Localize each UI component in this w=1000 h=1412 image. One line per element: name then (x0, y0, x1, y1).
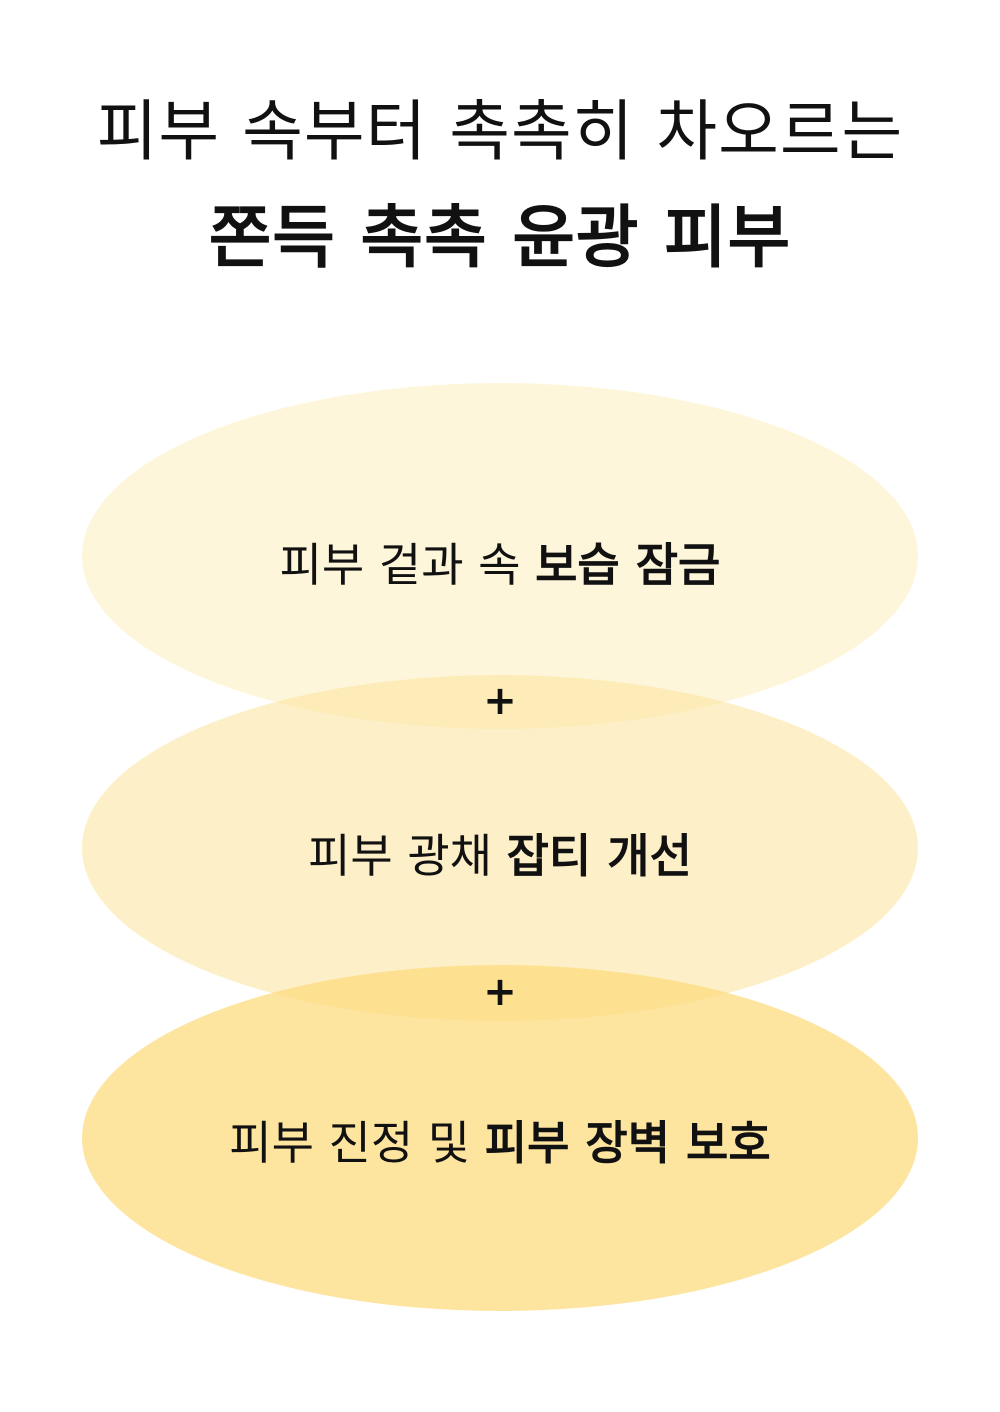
benefit-ellipse-3 (82, 965, 918, 1311)
benefit-1-bold: 보습 잠금 (535, 538, 721, 592)
benefit-3-bold: 피부 장벽 보호 (484, 1116, 771, 1170)
benefit-2-bold: 잡티 개선 (506, 829, 692, 883)
headline-line-1: 피부 속부터 촉촉히 차오르는 (96, 93, 904, 170)
plus-separator-1: + (483, 678, 517, 724)
plus-separator-2: + (483, 969, 517, 1015)
benefit-ellipse-2 (82, 675, 918, 1021)
benefit-text-3: 피부 진정 및 피부 장벽 보호 (0, 1107, 1000, 1173)
headline-line-2: 쫀득 촉촉 윤광 피부 (208, 199, 792, 278)
benefit-text-1: 피부 겉과 속 보습 잠금 (0, 529, 1000, 595)
benefit-ellipse-1 (82, 383, 918, 729)
benefit-3-normal: 피부 진정 및 (229, 1116, 485, 1170)
benefit-text-2: 피부 광채 잡티 개선 (0, 820, 1000, 886)
benefit-2-normal: 피부 광채 (308, 829, 507, 883)
benefit-1-normal: 피부 겉과 속 (279, 538, 536, 592)
